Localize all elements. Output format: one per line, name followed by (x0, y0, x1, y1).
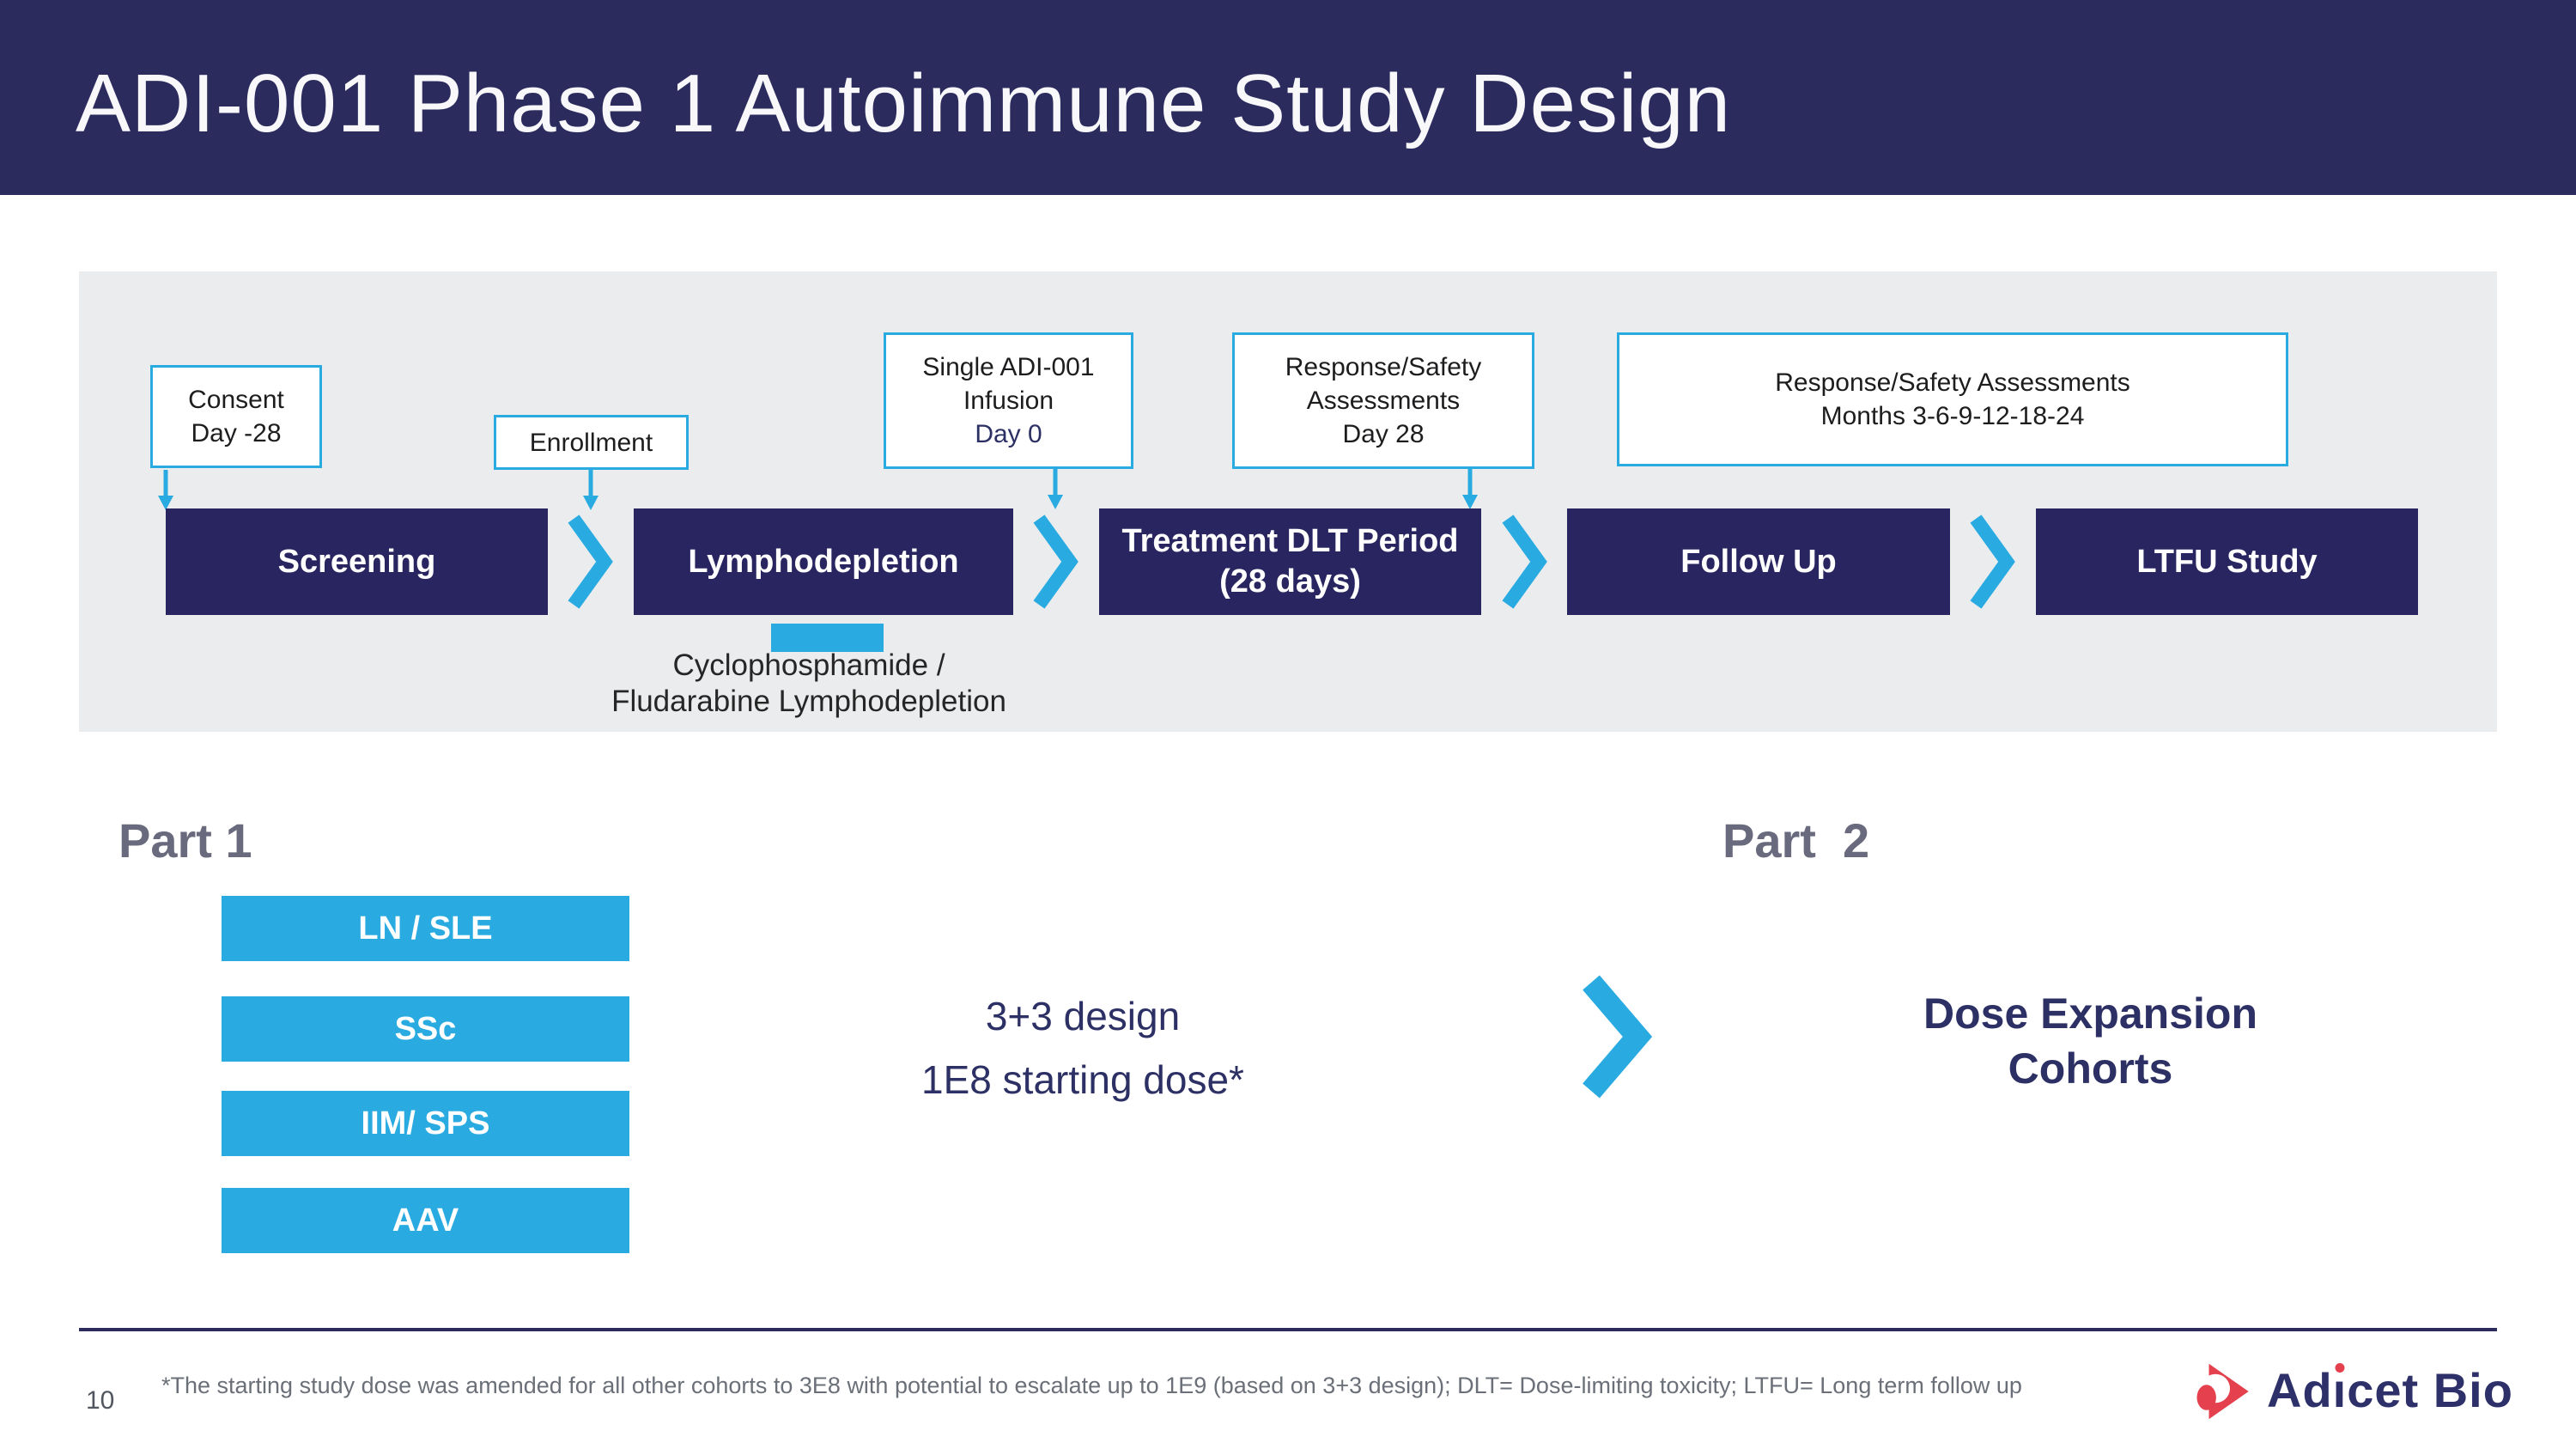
callout-line: Response/Safety Assessments (1775, 368, 2130, 397)
logo-dotted-i: ı (2333, 1362, 2348, 1418)
lymphodepletion-note: Cyclophosphamide / Fludarabine Lymphodep… (594, 648, 1024, 720)
header-band: ADI-001 Phase 1 Autoimmune Study Design (0, 0, 2576, 195)
cohort-ssc: SSc (222, 996, 629, 1062)
chevron-right-icon (1583, 975, 1653, 1099)
callout-consent: Consent Day -28 (150, 365, 322, 468)
callout-assessments-months: Response/Safety Assessments Months 3-6-9… (1617, 332, 2288, 466)
callout-line: Assessments (1306, 387, 1461, 415)
dose-expansion-label: Dose Expansion Cohorts (1684, 986, 2497, 1096)
down-arrow-icon (1048, 469, 1063, 509)
chevron-right-icon (568, 514, 613, 609)
note-line: Fludarabine Lymphodepletion (611, 685, 1006, 718)
callout-line: Response/Safety (1285, 353, 1482, 381)
logo-text-part: Ad (2267, 1362, 2333, 1417)
note-line: Cyclophosphamide / (672, 648, 945, 682)
part1-heading: Part 1 (118, 813, 252, 868)
logo-red-dot-icon (2335, 1362, 2345, 1373)
callout-enrollment: Enrollment (494, 415, 689, 470)
slide-title: ADI-001 Phase 1 Autoimmune Study Design (76, 58, 1732, 149)
cohort-label: AAV (392, 1202, 459, 1239)
callout-line: Consent (188, 386, 284, 414)
stage-treatment-dlt: Treatment DLT Period (28 days) (1099, 508, 1481, 615)
callout-line: Single ADI-001 (922, 353, 1095, 381)
chevron-right-icon (1970, 514, 2015, 609)
lymphodepletion-highlight-bar (771, 624, 884, 652)
stage-label: Screening (277, 543, 436, 580)
cohort-label: LN / SLE (358, 910, 493, 947)
logo-i-char: ı (2332, 1362, 2348, 1417)
stage-label: Lymphodepletion (688, 543, 959, 580)
stage-lymphodepletion: Lymphodepletion (634, 508, 1013, 615)
callout-line: Infusion (963, 387, 1054, 415)
callout-line: Day 28 (1342, 420, 1425, 448)
logo-text-part: cet Bio (2347, 1362, 2513, 1417)
part2-heading: Part 2 (1722, 813, 1870, 868)
cohort-iim-sps: IIM/ SPS (222, 1091, 629, 1156)
cohort-label: IIM/ SPS (361, 1105, 490, 1142)
chevron-right-icon (1033, 514, 1078, 609)
callout-line: Months 3-6-9-12-18-24 (1820, 402, 2085, 430)
down-arrow-icon (583, 470, 598, 510)
footnote: *The starting study dose was amended for… (161, 1373, 2022, 1398)
adicet-logo-mark-icon (2196, 1363, 2249, 1420)
design-note-box: 3+3 design 1E8 starting dose* (892, 974, 1273, 1121)
cohort-ln-sle: LN / SLE (222, 896, 629, 961)
callout-line: Enrollment (529, 428, 653, 457)
callout-line-day0: Day 0 (975, 420, 1042, 448)
callout-line: Day -28 (191, 419, 282, 447)
design-note-line: 1E8 starting dose* (921, 1056, 1244, 1102)
callout-assessments-day28: Response/Safety Assessments Day 28 (1232, 332, 1534, 469)
stage-ltfu-study: LTFU Study (2036, 508, 2418, 615)
down-arrow-icon (158, 470, 173, 510)
label-line: Dose Expansion (1923, 989, 2257, 1038)
chevron-right-icon (1502, 514, 1547, 609)
cohort-aav: AAV (222, 1188, 629, 1253)
footer-divider (79, 1328, 2497, 1331)
cohort-label: SSc (394, 1010, 457, 1047)
callout-infusion: Single ADI-001 Infusion Day 0 (884, 332, 1133, 469)
stage-label: Follow Up (1680, 543, 1837, 580)
stage-screening: Screening (166, 508, 548, 615)
stage-follow-up: Follow Up (1567, 508, 1950, 615)
page-number: 10 (86, 1386, 115, 1415)
down-arrow-icon (1462, 469, 1478, 509)
stage-label: (28 days) (1219, 563, 1361, 600)
label-line: Cohorts (2008, 1044, 2173, 1093)
stage-label: LTFU Study (2136, 543, 2318, 580)
design-note-line: 3+3 design (985, 993, 1181, 1038)
stage-label: Treatment DLT Period (1121, 523, 1459, 559)
